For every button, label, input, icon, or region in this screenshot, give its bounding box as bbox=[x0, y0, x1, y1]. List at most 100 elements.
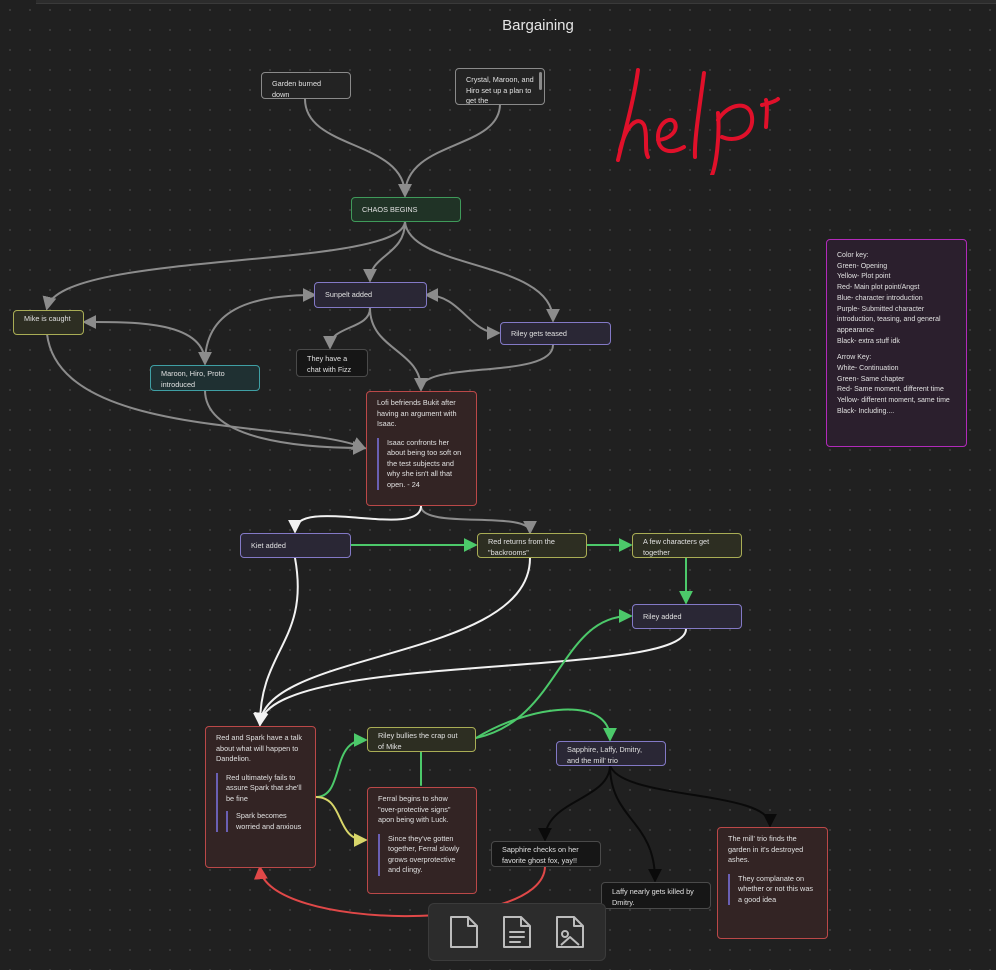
edge-bullies-sapphire bbox=[475, 708, 617, 742]
node-text: Riley added bbox=[643, 612, 682, 621]
node-riley-added[interactable]: Riley added bbox=[632, 604, 742, 629]
node-text: Red returns from the "backrooms" bbox=[488, 537, 555, 557]
node-color-key[interactable]: Color key: Green- Opening Yellow- Plot p… bbox=[826, 239, 967, 447]
node-mike-caught[interactable]: Mike is caught bbox=[13, 310, 84, 335]
color-key-line: Blue- character introduction bbox=[837, 294, 923, 302]
node-sapphire-checks[interactable]: Sapphire checks on her favorite ghost fo… bbox=[491, 841, 601, 867]
arrow-key-heading: Arrow Key: bbox=[837, 354, 872, 362]
arrow-key-line: Red- Same moment, different time bbox=[837, 386, 944, 394]
arrow-key-line: Black- Including.... bbox=[837, 407, 895, 415]
node-chaos-begins[interactable]: CHAOS BEGINS bbox=[351, 197, 461, 222]
node-lofi-befriends[interactable]: Lofi befriends Bukit after having an arg… bbox=[366, 391, 477, 506]
edge-chaos-mike bbox=[42, 221, 406, 311]
node-text: Crystal, Maroon, and Hiro set up a plan … bbox=[466, 75, 534, 105]
node-kiet-added[interactable]: Kiet added bbox=[240, 533, 351, 558]
node-text: Kiet added bbox=[251, 541, 286, 550]
arrow-key-line: Yellow- different moment, same time bbox=[837, 397, 950, 405]
edge-trio-mill bbox=[609, 764, 777, 828]
node-quote: Red ultimately fails to assure Spark tha… bbox=[216, 772, 305, 832]
node-text: Maroon, Hiro, Proto introduced bbox=[161, 369, 225, 389]
node-quote: Since they've gotten together, Ferral sl… bbox=[378, 833, 466, 876]
add-note-button[interactable] bbox=[497, 912, 537, 952]
edge-sunpelt-lofi bbox=[369, 307, 428, 392]
node-text: The mill' trio finds the garden in it's … bbox=[728, 834, 804, 864]
note-file-icon bbox=[502, 916, 531, 948]
node-text: Sunpelt added bbox=[325, 290, 373, 299]
media-file-icon bbox=[556, 916, 585, 948]
edge-sunpelt-chat bbox=[323, 307, 371, 350]
edge-lofi-kiet bbox=[288, 505, 422, 534]
node-text: Red and Spark have a talk about what wil… bbox=[216, 733, 302, 763]
edge-kiet-red-spark bbox=[253, 557, 299, 727]
node-text: Ferral begins to show "over-protective s… bbox=[378, 794, 451, 824]
add-card-button[interactable] bbox=[444, 912, 484, 952]
node-crystal-plan[interactable]: Crystal, Maroon, and Hiro set up a plan … bbox=[455, 68, 545, 105]
node-sunpelt-added[interactable]: Sunpelt added bbox=[314, 282, 427, 308]
node-text: Garden burned down bbox=[272, 79, 322, 99]
edge-sapphire-red-spark bbox=[253, 865, 546, 918]
edge-chaos-riley-teased bbox=[404, 221, 560, 323]
edge-trio-laffy bbox=[609, 764, 662, 883]
edge-mike-lofi bbox=[46, 333, 367, 450]
node-text: They have a chat with Fizz bbox=[307, 354, 352, 374]
help-handwriting: help bbox=[616, 68, 780, 175]
node-maroon-intro[interactable]: Maroon, Hiro, Proto introduced bbox=[150, 365, 260, 391]
node-sapphire-trio[interactable]: Sapphire, Laffy, Dmitry, and the mill' t… bbox=[556, 741, 666, 766]
node-quote: They complanate on whether or not this w… bbox=[728, 873, 817, 905]
color-key-line: Black- extra stuff idk bbox=[837, 337, 900, 345]
edge-garden-chaos bbox=[304, 98, 412, 198]
node-text: Mike is caught bbox=[24, 314, 71, 323]
node-riley-teased[interactable]: Riley gets teased bbox=[500, 322, 611, 345]
add-media-button[interactable] bbox=[550, 912, 590, 952]
node-quote-text: Red ultimately fails to assure Spark tha… bbox=[226, 772, 302, 803]
edge-crystal-chaos bbox=[398, 103, 501, 198]
node-text: A few characters get together bbox=[643, 537, 710, 557]
node-scrollbar[interactable] bbox=[539, 72, 542, 90]
node-few-characters[interactable]: A few characters get together bbox=[632, 533, 742, 558]
node-red-returns[interactable]: Red returns from the "backrooms" bbox=[477, 533, 587, 558]
node-text: Riley gets teased bbox=[511, 329, 567, 338]
node-text: Laffy nearly gets killed by Dmitry. bbox=[612, 887, 694, 907]
node-laffy-killed[interactable]: Laffy nearly gets killed by Dmitry. bbox=[601, 882, 711, 909]
edge-bullies-riley-added bbox=[475, 609, 633, 739]
edge-maroon-mike bbox=[82, 314, 206, 364]
color-key-line: Green- Opening bbox=[837, 262, 888, 270]
node-red-spark-talk[interactable]: Red and Spark have a talk about what wil… bbox=[205, 726, 316, 868]
edge-sunpelt-riley bbox=[424, 288, 501, 340]
arrow-key-section: Arrow Key: White- Continuation Green- Sa… bbox=[837, 353, 956, 417]
edge-maroon-lofi bbox=[204, 389, 367, 455]
edge-sunpelt-maroon bbox=[198, 288, 317, 366]
node-mill-trio[interactable]: The mill' trio finds the garden in it's … bbox=[717, 827, 828, 939]
node-text: Sapphire checks on her favorite ghost fo… bbox=[502, 845, 579, 865]
color-key-heading: Color key: bbox=[837, 252, 869, 259]
color-key-section: Color key: Green- Opening Yellow- Plot p… bbox=[837, 251, 956, 347]
node-chat-fizz[interactable]: They have a chat with Fizz bbox=[296, 349, 368, 377]
node-text: CHAOS BEGINS bbox=[362, 205, 418, 214]
node-garden-burned[interactable]: Garden burned down bbox=[261, 72, 351, 99]
node-ferral[interactable]: Ferral begins to show "over-protective s… bbox=[367, 787, 477, 894]
canvas-toolbar bbox=[428, 903, 606, 961]
edge-lofi-red-returns bbox=[420, 505, 537, 535]
blank-card-icon bbox=[449, 916, 478, 948]
node-text: Sapphire, Laffy, Dmitry, and the mill' t… bbox=[567, 745, 643, 765]
top-bar bbox=[36, 0, 996, 4]
color-key-line: Red- Main plot point/Angst bbox=[837, 284, 920, 292]
node-quote: Isaac confronts her about being too soft… bbox=[377, 437, 466, 490]
canvas-title: Bargaining bbox=[502, 17, 574, 34]
edge-red-returns-red-spark bbox=[253, 557, 531, 727]
edge-red-spark-bullies bbox=[315, 733, 368, 798]
edge-riley-added-red-spark bbox=[254, 628, 687, 727]
edge-red-spark-ferral bbox=[315, 796, 368, 847]
edge-riley-lofi bbox=[414, 344, 554, 392]
node-text: Riley bullies the crap out of Mike bbox=[378, 731, 458, 751]
node-text: Lofi befriends Bukit after having an arg… bbox=[377, 398, 457, 428]
color-key-line: Yellow- Plot point bbox=[837, 273, 891, 281]
node-riley-bullies[interactable]: Riley bullies the crap out of Mike bbox=[367, 727, 476, 752]
arrow-key-line: Green- Same chapter bbox=[837, 375, 905, 383]
color-key-line: Purple- Submitted character introduction… bbox=[837, 305, 941, 334]
edge-chaos-sunpelt bbox=[363, 221, 406, 283]
node-nested-quote: Spark becomes worried and anxious bbox=[226, 811, 305, 832]
arrow-key-line: White- Continuation bbox=[837, 365, 899, 373]
edge-trio-sapphire-checks bbox=[538, 764, 611, 842]
